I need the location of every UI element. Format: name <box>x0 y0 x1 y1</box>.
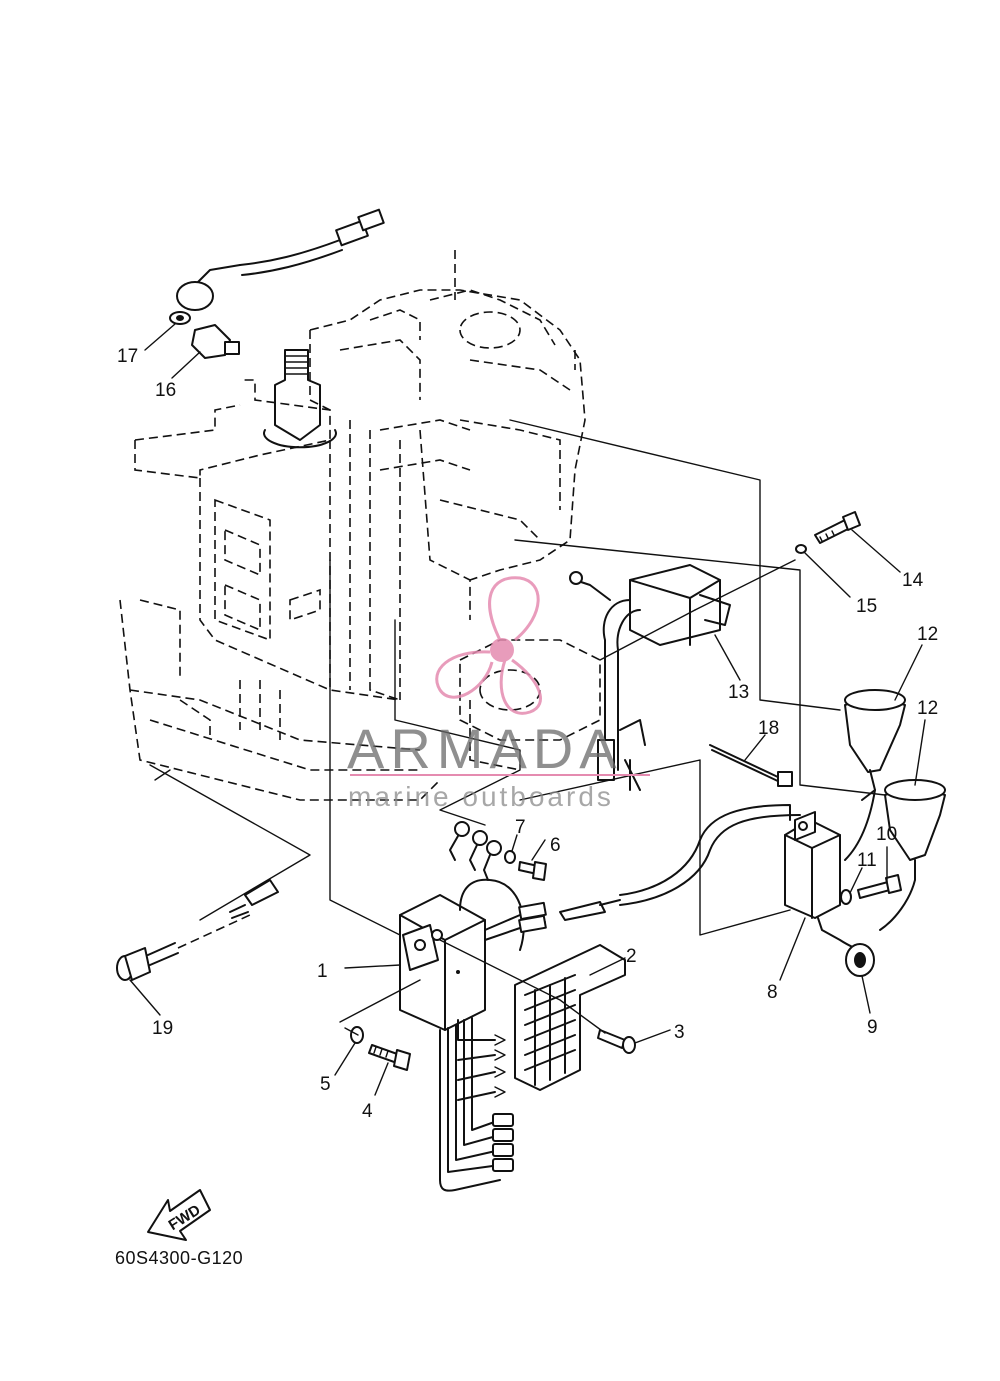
callout-10: 10 <box>876 824 897 845</box>
callout-11: 11 <box>857 850 877 871</box>
bolt-14 <box>814 511 861 544</box>
propeller-logo-icon <box>435 576 542 715</box>
ignition-coil <box>784 811 875 977</box>
callout-12-upper: 12 <box>917 624 938 645</box>
callout-9: 9 <box>867 1017 878 1038</box>
ground-terminals <box>449 821 502 881</box>
bolt-4 <box>368 1044 411 1071</box>
callout-16: 16 <box>155 380 176 401</box>
callout-19: 19 <box>152 1018 173 1039</box>
callout-5: 5 <box>320 1074 331 1095</box>
cable-tie <box>709 744 793 787</box>
connection-lines <box>149 419 886 1036</box>
callout-numbers: 1 2 3 4 5 6 7 8 9 10 11 12 12 13 14 15 1… <box>117 346 938 1122</box>
callout-3: 3 <box>674 1022 685 1043</box>
callout-13: 13 <box>728 682 749 703</box>
pulser-unit <box>569 564 731 791</box>
cdi-harness <box>439 1017 514 1192</box>
screw-3 <box>597 1029 636 1054</box>
watermark: ARMADA marine outboards <box>347 576 650 812</box>
spark-plug-boss <box>263 349 337 449</box>
callout-4: 4 <box>362 1101 373 1122</box>
washer-15 <box>795 544 807 554</box>
fwd-arrow-badge: FWD <box>147 1189 211 1241</box>
callout-2: 2 <box>626 946 637 967</box>
bolt-6 <box>518 861 547 881</box>
washer-7 <box>504 850 516 864</box>
callout-18: 18 <box>758 718 779 739</box>
plug-cap-lower <box>879 779 946 931</box>
callout-12-lower: 12 <box>917 698 938 719</box>
callout-15: 15 <box>856 596 877 617</box>
callout-6: 6 <box>550 835 561 856</box>
bolt-10 <box>857 874 902 899</box>
callout-7: 7 <box>515 817 526 838</box>
watermark-tagline: marine outboards <box>348 781 614 812</box>
terminal-bracket <box>514 944 626 1091</box>
cdi-unit <box>399 878 547 1031</box>
callout-leaders <box>129 323 926 1096</box>
plug-cap-upper <box>844 689 906 861</box>
callout-14: 14 <box>902 570 924 591</box>
thermo-switch-lead <box>169 208 385 325</box>
coil-wire <box>559 804 801 921</box>
watermark-rule <box>350 774 650 776</box>
watermark-brand: ARMADA <box>347 717 623 780</box>
thermo-switch <box>191 324 240 359</box>
engine-block-outline <box>119 250 601 801</box>
callout-1: 1 <box>317 961 328 982</box>
part-code: 60S4300-G120 <box>115 1248 243 1268</box>
callout-8: 8 <box>767 982 778 1003</box>
callout-17: 17 <box>117 346 138 367</box>
washer-11 <box>840 889 852 905</box>
sensor-19 <box>116 879 279 981</box>
